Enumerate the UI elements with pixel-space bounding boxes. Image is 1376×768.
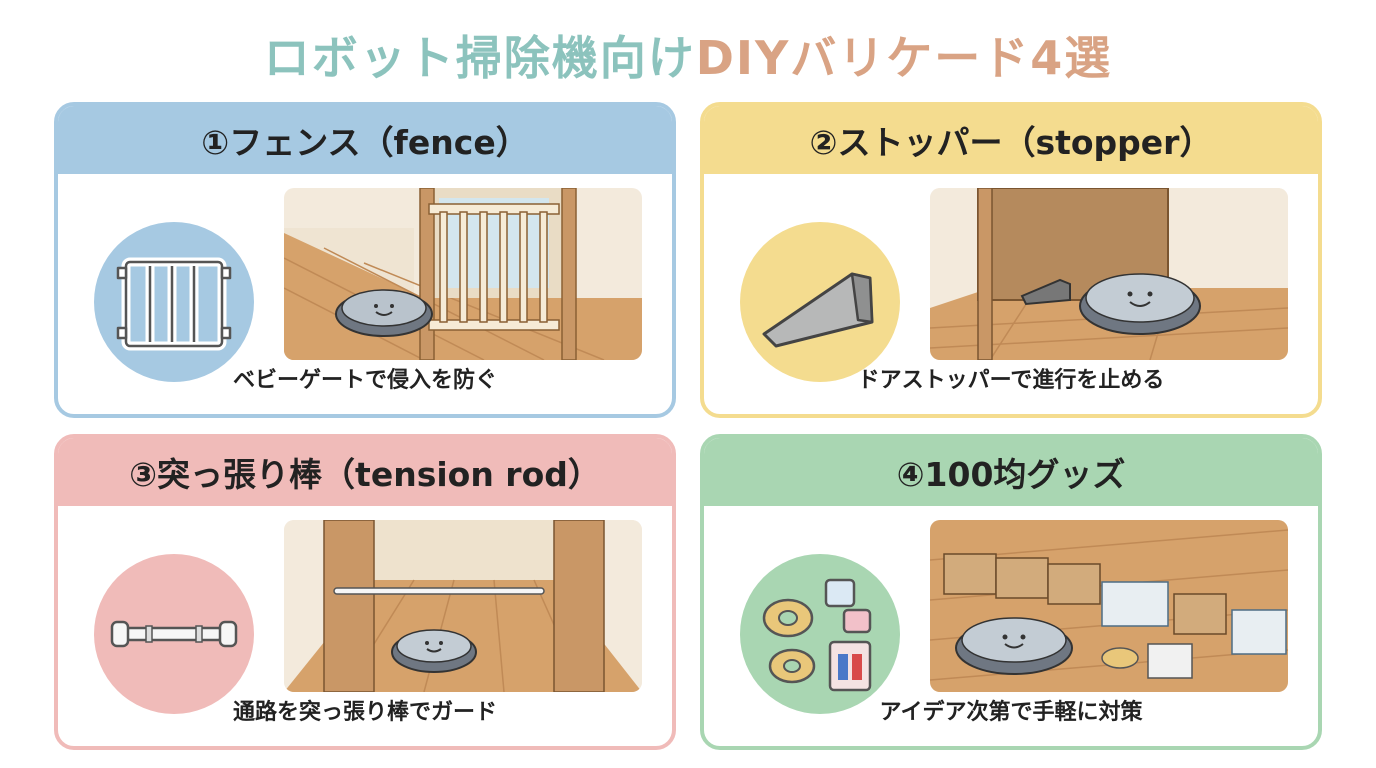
card-heading: ②ストッパー（stopper）	[704, 106, 1318, 174]
door-stopper-icon	[740, 222, 900, 382]
card-caption: アイデア次第で手軽に対策	[879, 700, 1143, 725]
card-caption: ドアストッパーで進行を止める	[857, 368, 1165, 393]
card-caption: ベビーゲートで侵入を防ぐ	[232, 368, 497, 393]
card-fence: ①フェンス（fence）	[54, 102, 676, 418]
goods-scene-illustration	[930, 520, 1288, 692]
title-part-2: DIYバリケード4選	[695, 31, 1113, 85]
goods-icon	[740, 554, 900, 714]
tension-rod-scene-illustration	[284, 520, 642, 692]
card-body: ドアストッパーで進行を止める	[712, 174, 1310, 406]
baby-gate-icon	[94, 222, 254, 382]
card-body: アイデア次第で手軽に対策	[712, 506, 1310, 738]
stopper-scene-illustration	[930, 188, 1288, 360]
card-body: ベビーゲートで侵入を防ぐ	[66, 174, 664, 406]
card-heading: ④100均グッズ	[704, 438, 1318, 506]
fence-scene-illustration	[284, 188, 642, 360]
card-stopper: ②ストッパー（stopper）	[700, 102, 1322, 418]
card-heading: ①フェンス（fence）	[58, 106, 672, 174]
page-title: ロボット掃除機向けDIYバリケード4選	[0, 22, 1376, 92]
card-heading: ③突っ張り棒（tension rod）	[58, 438, 672, 506]
card-100yen-goods: ④100均グッズ	[700, 434, 1322, 750]
card-caption: 通路を突っ張り棒でガード	[232, 700, 497, 725]
tension-rod-icon	[94, 554, 254, 714]
card-body: 通路を突っ張り棒でガード	[66, 506, 664, 738]
title-part-1: ロボット掃除機向け	[263, 31, 696, 85]
card-tension-rod: ③突っ張り棒（tension rod）	[54, 434, 676, 750]
